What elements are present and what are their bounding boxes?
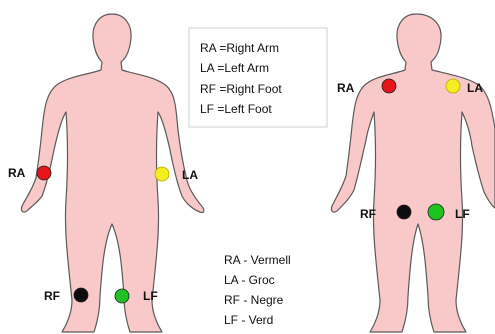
abbreviation-legend: RA =Right Arm LA =Left Arm RF =Right Foo…: [189, 28, 327, 127]
label-left-lf: LF: [143, 289, 158, 303]
electrode-right-la: [446, 79, 460, 93]
label-right-la: LA: [467, 81, 483, 95]
electrode-left-lf: [115, 289, 129, 303]
color-legend-line: LF - Verd: [224, 313, 273, 327]
electrode-left-rf: [74, 288, 88, 302]
abbreviation-legend-line: RA =Right Arm: [200, 41, 279, 55]
label-left-ra: RA: [8, 166, 26, 180]
label-right-ra: RA: [337, 81, 355, 95]
color-legend-line: LA - Groc: [224, 273, 275, 287]
color-legend-line: RA - Vermell: [224, 253, 291, 267]
color-legend-line: RF - Negre: [224, 293, 284, 307]
label-left-rf: RF: [44, 289, 60, 303]
electrode-right-lf: [428, 204, 444, 220]
color-legend: RA - Vermell LA - Groc RF - Negre LF - V…: [224, 253, 291, 327]
electrode-right-ra: [382, 79, 396, 93]
abbreviation-legend-line: LF =Left Foot: [200, 102, 272, 116]
electrode-left-la: [155, 167, 169, 181]
electrode-right-rf: [397, 205, 411, 219]
abbreviation-legend-line: LA =Left Arm: [200, 61, 269, 75]
electrode-left-ra: [37, 166, 51, 180]
body-right: [331, 14, 495, 332]
body-right-silhouette: [331, 14, 495, 332]
abbreviation-legend-line: RF =Right Foot: [200, 82, 282, 96]
label-right-rf: RF: [360, 207, 376, 221]
label-left-la: LA: [182, 168, 198, 182]
label-right-lf: LF: [455, 207, 470, 221]
